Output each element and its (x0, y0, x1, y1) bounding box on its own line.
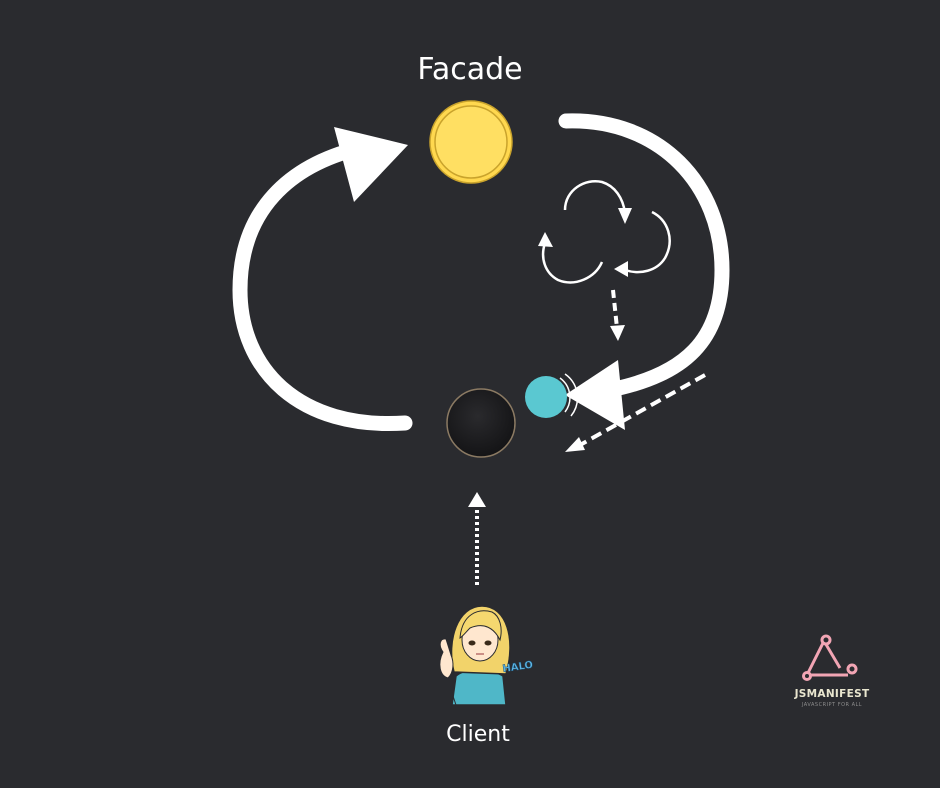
recycle-to-subsystem-dashed-arrow (610, 289, 625, 341)
jsmanifest-logo: JSMANIFEST JAVASCRIPT FOR ALL (792, 628, 872, 718)
jsmanifest-logo-icon (802, 634, 858, 681)
client-label: Client (446, 722, 510, 747)
logo-title: JSMANIFEST (794, 688, 870, 700)
client-to-facade-arrow (232, 127, 413, 432)
halo-text: HALO (502, 660, 534, 675)
client-character-icon: HALO (439, 605, 534, 706)
facade-to-subsystem-arrow (558, 113, 730, 430)
subsystem-node (525, 373, 579, 418)
client-up-dotted-arrow (468, 492, 486, 585)
recycle-arrows-icon (538, 179, 671, 284)
logo-subtitle: JAVASCRIPT FOR ALL (801, 702, 863, 708)
facade-sun-icon (429, 100, 513, 184)
facade-label: Facade (417, 52, 523, 87)
client-core-node (446, 388, 516, 458)
subsystem-to-client-dashed-arrow (565, 373, 706, 452)
